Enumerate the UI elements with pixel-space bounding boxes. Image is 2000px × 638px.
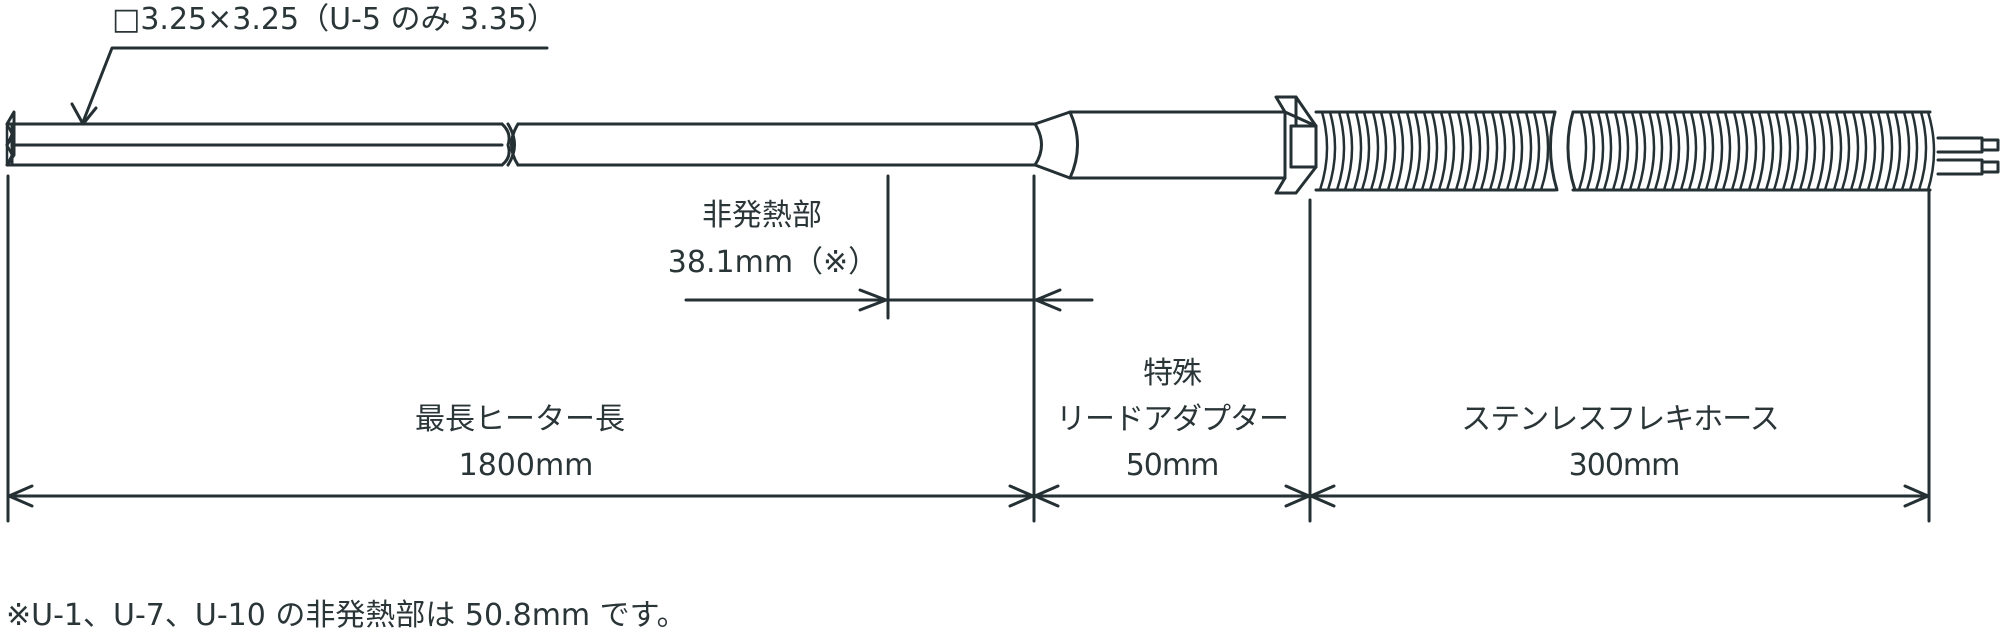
flex-hose-value: 300mm (1568, 448, 1681, 483)
lead-wires (1936, 136, 2000, 176)
lead-adapter (1068, 95, 1318, 195)
heater-length-label: 最長ヒーター長 (415, 402, 625, 437)
cross-section-callout: □3.25×3.25（U-5 のみ 3.35） (112, 2, 557, 37)
non-heating-dimension (684, 288, 1094, 312)
heater-rod (5, 110, 1079, 180)
heater-length-value: 1800mm (458, 448, 594, 483)
flex-hose-label: ステンレスフレキホース (1461, 402, 1779, 437)
main-dimension-line (6, 484, 1931, 508)
hose-corrugations (1318, 110, 1936, 192)
extension-lines (6, 174, 1931, 523)
lead-adapter-label-line1: 特殊 (1143, 356, 1202, 391)
lead-adapter-value: 50mm (1125, 448, 1220, 483)
lead-adapter-label-line2: リードアダプター (1056, 402, 1289, 437)
callout-leader (70, 46, 549, 126)
non-heating-title: 非発熱部 (702, 198, 822, 233)
non-heating-value: 38.1mm（※） (667, 245, 879, 280)
footnote: ※U-1、U-7、U-10 の非発熱部は 50.8mm です。 (6, 598, 687, 633)
